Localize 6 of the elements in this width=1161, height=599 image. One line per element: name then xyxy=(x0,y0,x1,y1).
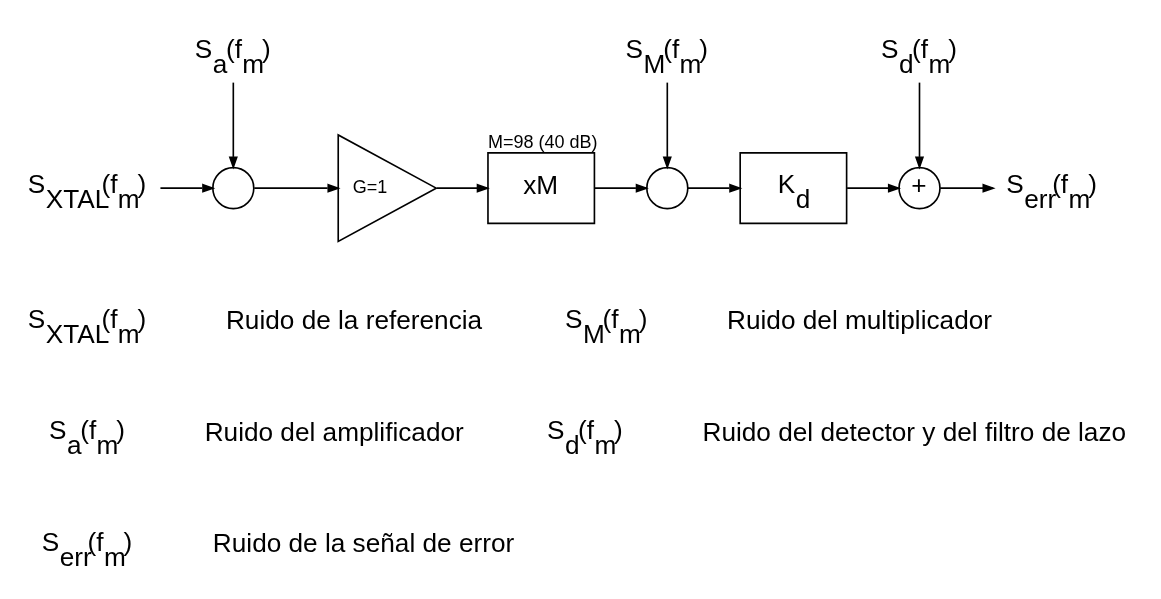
label: Ruido de la referencia xyxy=(225,305,483,336)
label: Ruido del amplificador xyxy=(204,416,464,447)
label: Ruido del multiplicador xyxy=(727,305,992,336)
label: Ruido del detector y del filtro de lazo xyxy=(702,416,1127,447)
node-label: M=98 (40 dB) xyxy=(487,131,598,152)
label: Ruido de la señal de error xyxy=(212,528,515,559)
